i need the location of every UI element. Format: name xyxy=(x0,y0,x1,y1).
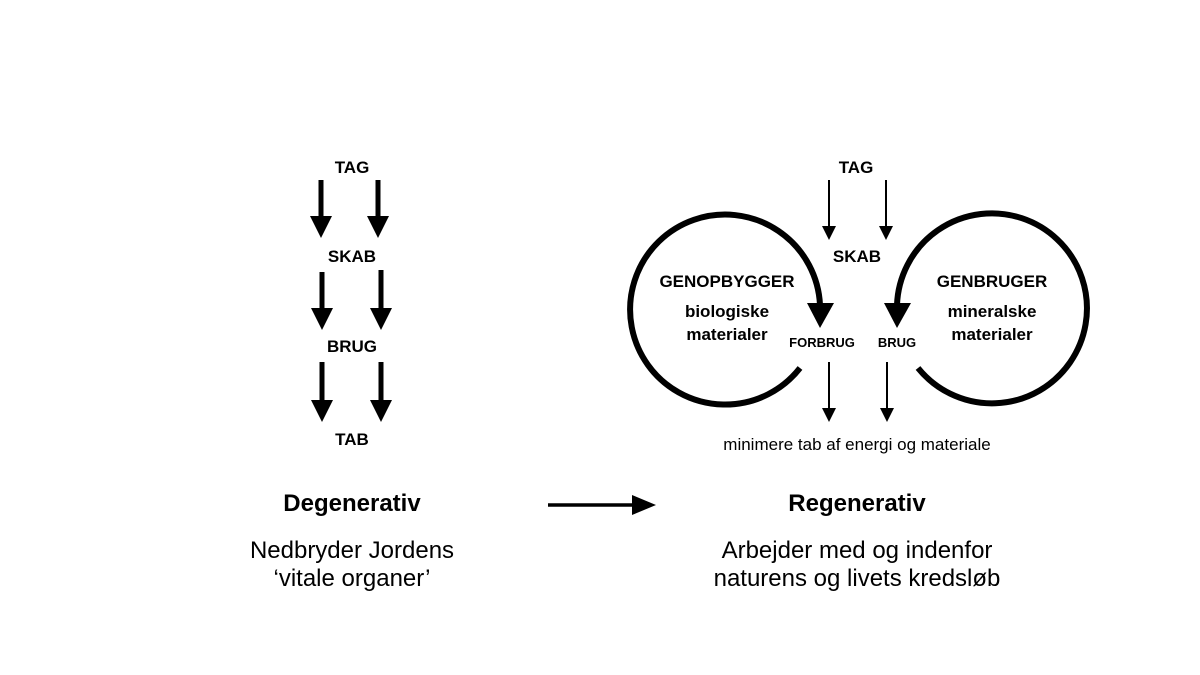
left-loop-subtitle-line2: materialer xyxy=(686,325,768,344)
regen-step-tag: TAG xyxy=(839,158,874,177)
right-loop-exit-label: BRUG xyxy=(878,335,916,350)
down-arrow-icon xyxy=(880,408,894,422)
down-arrow-icon xyxy=(370,400,392,422)
regen-step-skab: SKAB xyxy=(833,247,881,266)
degen-arrows-skab-brug xyxy=(311,270,392,330)
down-arrow-icon xyxy=(310,216,332,238)
regen-exit-arrows xyxy=(822,362,894,422)
degen-step-skab: SKAB xyxy=(328,247,376,266)
degen-step-tab: TAB xyxy=(335,430,369,449)
right-arrow-icon xyxy=(548,495,656,515)
down-arrow-icon xyxy=(879,226,893,240)
right-loop-subtitle-line1: mineralske xyxy=(948,302,1037,321)
right-cycle-arrow-icon xyxy=(884,210,1090,407)
down-arrow-icon xyxy=(311,400,333,422)
regenerative-description-line2: naturens og livets kredsløb xyxy=(713,565,1001,592)
regen-arrows-tag-skab xyxy=(822,180,893,240)
degen-arrows-brug-tab xyxy=(311,362,392,422)
degen-step-brug: BRUG xyxy=(327,337,377,356)
down-arrow-icon xyxy=(370,308,392,330)
left-loop-subtitle-line1: biologiske xyxy=(685,302,769,321)
down-arrow-icon xyxy=(822,226,836,240)
degenerative-description-line2: ‘vitale organer’ xyxy=(273,565,431,592)
degenerative-description-line1: Nedbryder Jordens xyxy=(249,537,455,564)
down-arrow-icon xyxy=(367,216,389,238)
regenerative-title: Regenerativ xyxy=(788,490,926,517)
degenerative-title: Degenerativ xyxy=(283,490,421,517)
left-loop-exit-label: FORBRUG xyxy=(789,335,855,350)
down-arrow-icon xyxy=(822,408,836,422)
degen-arrows-tag-skab xyxy=(310,180,389,238)
down-arrow-icon xyxy=(311,308,333,330)
left-cycle-arrow-icon xyxy=(627,211,834,408)
regen-bottom-note: minimere tab af energi og materiale xyxy=(723,435,990,454)
degen-step-tag: TAG xyxy=(335,158,370,177)
left-loop-title: GENOPBYGGER xyxy=(659,272,794,291)
regenerative-description-line1: Arbejder med og indenfor xyxy=(721,537,993,564)
right-loop-subtitle-line2: materialer xyxy=(951,325,1033,344)
right-loop-title: GENBRUGER xyxy=(937,272,1048,291)
